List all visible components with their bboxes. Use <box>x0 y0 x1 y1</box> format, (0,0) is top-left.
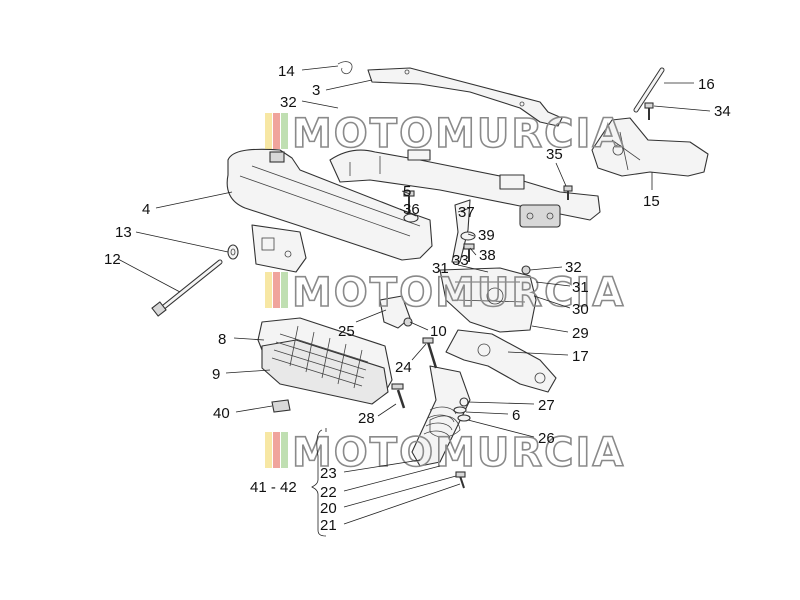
part-cover-plate <box>367 67 563 127</box>
part-long-bolt <box>151 259 223 317</box>
callout-16: 16 <box>698 76 715 93</box>
part-pin-16 <box>633 67 665 113</box>
callout-36: 36 <box>403 201 420 218</box>
part-mid-assembly <box>379 265 537 333</box>
watermark-stripe <box>265 272 272 308</box>
part-footboard <box>257 317 393 405</box>
callout-22: 22 <box>320 484 337 501</box>
part-main-frame <box>329 149 601 228</box>
callout-41-42: 41 - 42 <box>250 479 297 496</box>
part-bracket-37 <box>451 199 471 263</box>
part-housing <box>226 148 433 261</box>
callout-26: 26 <box>538 430 555 447</box>
spring-coils <box>423 406 457 439</box>
callout-31-mid: 31 <box>432 260 449 277</box>
callout-37: 37 <box>458 204 475 221</box>
callout-27: 27 <box>538 397 555 414</box>
callout-6: 6 <box>512 407 520 424</box>
watermark-stripe <box>281 272 288 308</box>
callout-labels: 14 3 32 16 34 35 15 4 5 36 37 13 39 12 3… <box>104 63 731 534</box>
callout-35: 35 <box>546 146 563 163</box>
callout-28: 28 <box>358 410 375 427</box>
callout-13: 13 <box>115 224 132 241</box>
callout-32-right: 32 <box>565 259 582 276</box>
callout-25: 25 <box>338 323 355 340</box>
callout-34: 34 <box>714 103 731 120</box>
part-rear-bracket <box>251 224 307 273</box>
callout-29: 29 <box>572 325 589 342</box>
leader-lines <box>117 65 711 537</box>
callout-33: 33 <box>452 252 469 269</box>
callout-32-upper: 32 <box>280 94 297 111</box>
callout-9: 9 <box>212 366 220 383</box>
watermark-stripe <box>273 113 280 149</box>
watermark-text-middle: MOTOMURCIA <box>292 270 625 316</box>
part-lower-linkage <box>391 337 471 489</box>
part-nut-39 <box>460 231 476 241</box>
part-side-footrest <box>591 117 709 177</box>
part-rubber-foot <box>271 399 291 413</box>
watermark-stripe <box>265 113 272 149</box>
watermark-middle: MOTOMURCIA <box>265 269 625 317</box>
part-screw-35 <box>563 185 573 200</box>
watermark-text-bottom: MOTOMURCIA <box>292 430 625 476</box>
part-screw-34 <box>644 102 654 120</box>
callout-23: 23 <box>320 465 337 482</box>
watermark-text-top: MOTOMURCIA <box>292 111 625 157</box>
callout-5: 5 <box>403 183 411 200</box>
callout-38: 38 <box>479 247 496 264</box>
part-washer <box>227 244 239 260</box>
watermark-stripe <box>281 432 288 468</box>
watermark-stripe <box>273 272 280 308</box>
watermark-stripe <box>273 432 280 468</box>
callout-24: 24 <box>395 359 412 376</box>
callout-12: 12 <box>104 251 121 268</box>
callout-31-right: 31 <box>572 279 589 296</box>
callout-40: 40 <box>213 405 230 422</box>
callout-21: 21 <box>320 517 337 534</box>
watermark-bottom: MOTOMURCIA <box>265 429 625 477</box>
callout-3: 3 <box>312 82 320 99</box>
callout-10: 10 <box>430 323 447 340</box>
watermark-stripe <box>281 113 288 149</box>
callout-4: 4 <box>142 201 150 218</box>
watermark-top: MOTOMURCIA <box>265 110 625 158</box>
part-bolt-38 <box>463 243 475 262</box>
callout-39: 39 <box>478 227 495 244</box>
part-swing-arm <box>445 329 557 393</box>
callout-17: 17 <box>572 348 589 365</box>
footboard-ridges <box>271 325 369 389</box>
callout-8: 8 <box>218 331 226 348</box>
callout-14: 14 <box>278 63 295 80</box>
watermark-stripe <box>265 432 272 468</box>
callout-30: 30 <box>572 301 589 318</box>
callout-15: 15 <box>643 193 660 210</box>
callout-20: 20 <box>320 500 337 517</box>
part-clip <box>337 61 353 75</box>
